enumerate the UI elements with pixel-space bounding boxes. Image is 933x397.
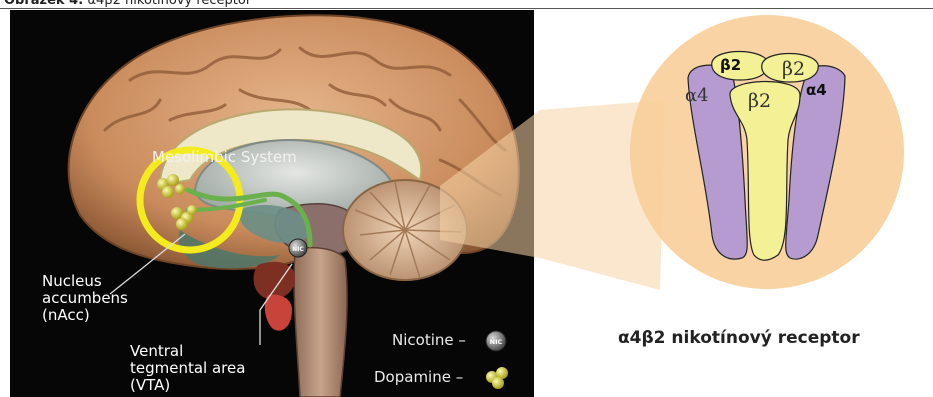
brain-illustration-panel: NIC NIC Mesolimbic System Nucleus accumb… xyxy=(10,10,534,397)
nacc-label-line-2: accumbens xyxy=(42,290,128,307)
beta2-subunit-center xyxy=(730,81,800,260)
alpha4-subunit-right xyxy=(786,66,845,259)
beta2-label-top-left: β2 xyxy=(720,56,741,74)
vta-label-line-3: (VTA) xyxy=(130,377,245,394)
alpha4-subunit-left xyxy=(688,65,747,259)
beta2-subunit-back-left xyxy=(712,52,769,81)
receptor-title: α4β2 nikotínový receptor xyxy=(618,328,918,348)
alpha4-label-right: α4 xyxy=(806,81,827,99)
beta2-subunit-back-right xyxy=(762,54,819,83)
caption-divider xyxy=(0,8,933,9)
legend-nicotine: Nicotine – xyxy=(392,331,466,349)
legend-nicotine-label: Nicotine – xyxy=(392,331,466,349)
nacc-label: Nucleus accumbens (nAcc) xyxy=(42,273,128,324)
nic-molecule-icon: NIC xyxy=(289,239,307,257)
brain-stem xyxy=(294,248,347,397)
caption-prefix: Obrázek 4: xyxy=(4,0,83,8)
vta-region xyxy=(265,295,292,331)
caption-text: α4β2 nikotínový receptor xyxy=(87,0,251,8)
vta-label-line-1: Ventral xyxy=(130,343,245,360)
beta2-label-center: β2 xyxy=(748,90,771,112)
svg-text:NIC: NIC xyxy=(490,338,503,346)
nacc-label-line-1: Nucleus xyxy=(42,273,128,290)
svg-text:NIC: NIC xyxy=(292,246,304,253)
pons xyxy=(254,262,295,299)
vta-label: Ventral tegmental area (VTA) xyxy=(130,343,245,394)
figure-caption: Obrázek 4: α4β2 nikotínový receptor xyxy=(4,0,251,8)
beta2-label-top-right: β2 xyxy=(782,58,805,80)
nacc-label-line-3: (nAcc) xyxy=(42,307,128,324)
mesolimbic-system-label: Mesolimbic System xyxy=(152,148,297,166)
receptor-halo xyxy=(630,15,904,289)
legend-dopamine: Dopamine – xyxy=(374,368,463,386)
alpha4-label-left: α4 xyxy=(685,85,709,106)
nicotine-legend-icon: NIC xyxy=(486,331,506,351)
vta-label-line-2: tegmental area xyxy=(130,360,245,377)
cerebellum xyxy=(343,180,467,280)
dopamine-legend-icon xyxy=(486,367,508,389)
legend-dopamine-label: Dopamine – xyxy=(374,368,463,386)
